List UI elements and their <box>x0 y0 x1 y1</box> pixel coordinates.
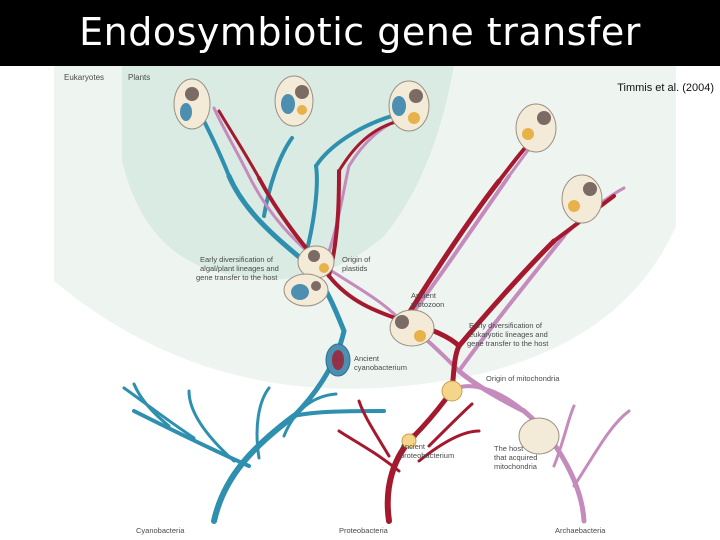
protist-cell-1 <box>515 103 557 153</box>
plant-cell-2 <box>274 75 314 127</box>
plant-cell-1 <box>173 78 211 130</box>
endosymbiosis-diagram: Eukaryotes Plants <box>54 66 676 540</box>
citation: Timmis et al. (2004) <box>617 82 714 94</box>
plants-label: Plants <box>128 73 150 82</box>
protist-with-cyanobacterium <box>283 273 329 307</box>
ancient-protozoon-label: Ancient protozoon <box>411 291 444 309</box>
plant-cell-3 <box>388 80 430 132</box>
host-cell <box>518 417 560 455</box>
algal-ancestor-cell <box>297 245 335 279</box>
early-algal-label: Early diversification of algal/plant lin… <box>196 255 281 282</box>
origin-plastids-label: Origin of plastids <box>342 255 372 273</box>
slide-title: Endosymbiotic gene transfer <box>79 10 641 54</box>
proteobacteria-label: Proteobacteria <box>339 526 389 535</box>
mitochondrion-origin-cell <box>441 380 463 402</box>
early-eukaryotic-label: Early diversification of eukaryotic line… <box>467 321 550 348</box>
host-label: The host that acquired mitochondria <box>494 444 539 471</box>
eukaryotes-label: Eukaryotes <box>64 73 104 82</box>
archaebacteria-label: Archaebacteria <box>555 526 606 535</box>
cyanobacteria-label: Cyanobacteria <box>136 526 185 535</box>
ancient-proteobacterium-label: Ancient proteobacterium <box>400 442 454 460</box>
proteobacterium-cell <box>401 433 417 449</box>
cyanobacterium-cell <box>325 343 351 377</box>
origin-mitochondria-label: Origin of mitochondria <box>486 374 560 383</box>
proteobacteria-tree <box>217 109 616 524</box>
ancient-protozoon-cell <box>389 309 435 347</box>
title-bar: Endosymbiotic gene transfer <box>0 0 720 66</box>
protist-cell-2 <box>561 174 603 224</box>
ancient-cyanobacterium-label: Ancient cyanobacterium <box>354 354 407 372</box>
